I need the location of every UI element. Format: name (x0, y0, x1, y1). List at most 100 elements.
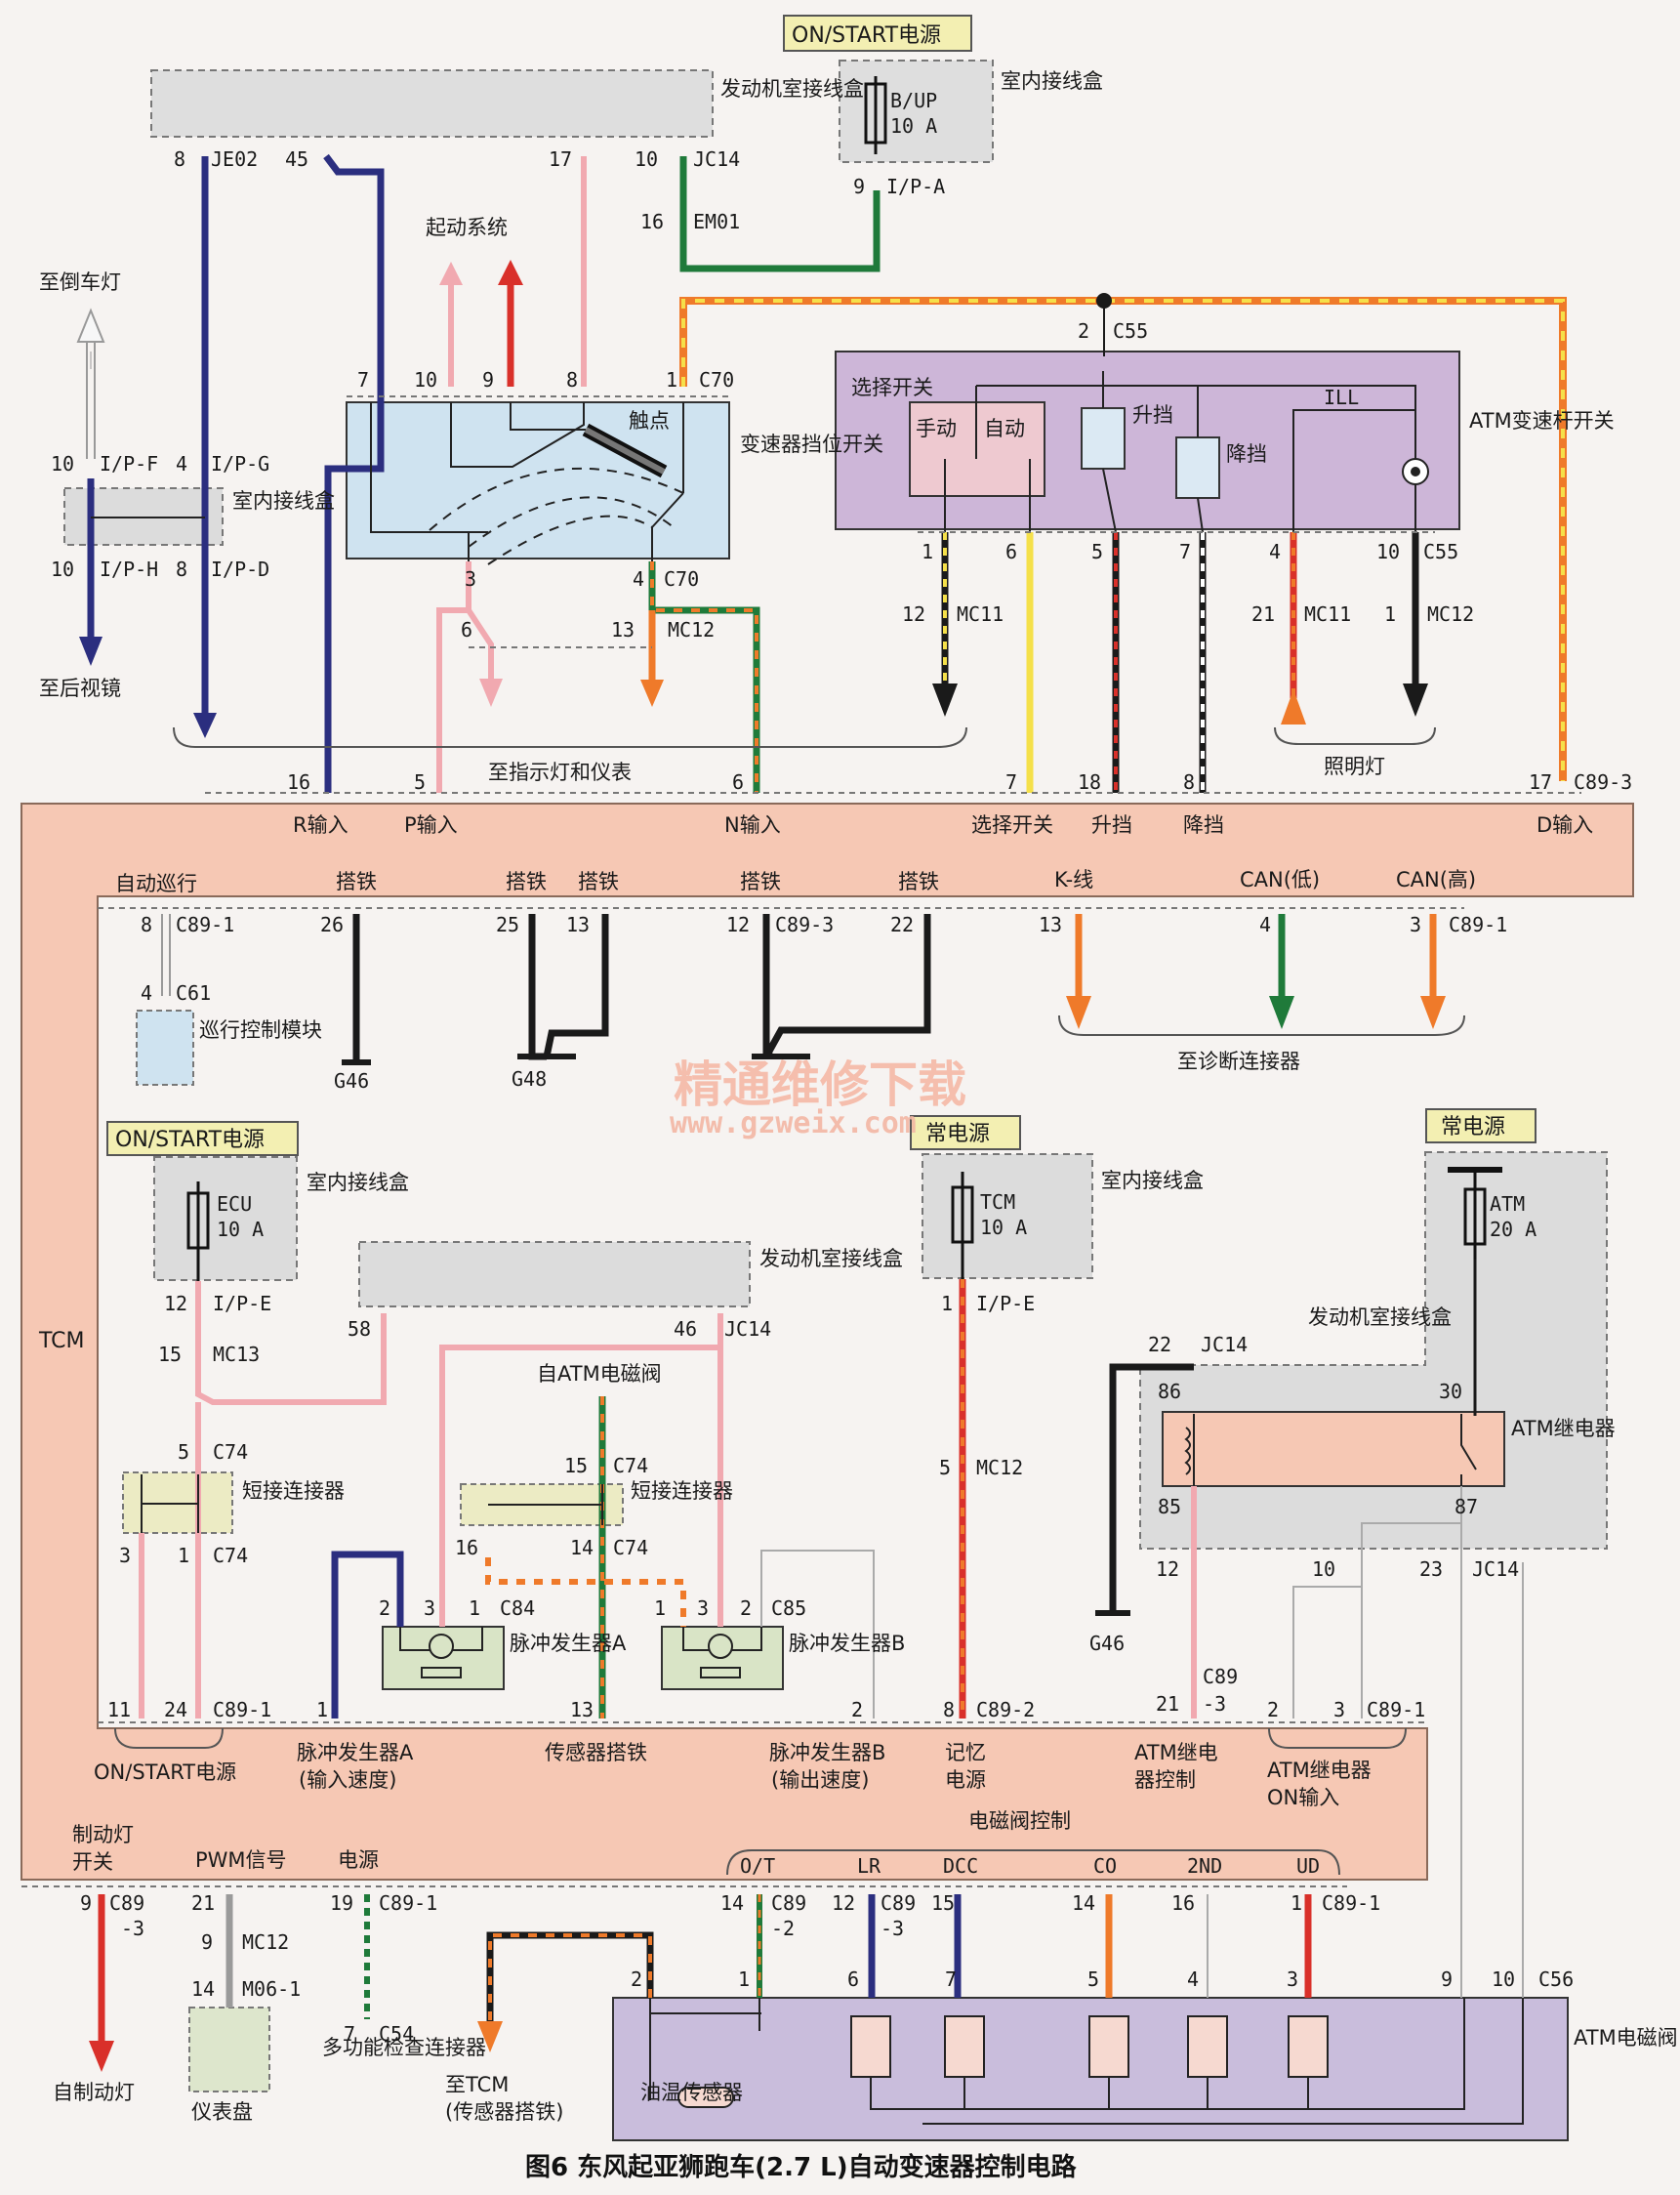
tcm-brake-switch-1: 制动灯 (72, 1823, 134, 1846)
pin-12-lr: 12 (832, 1891, 855, 1915)
pin-5-mc12: 5 (939, 1456, 951, 1479)
pin-10-iph: 10 (51, 558, 74, 581)
pin-5-p: 5 (414, 770, 426, 794)
conn-mc12-d: MC12 (242, 1930, 289, 1954)
label-atm-lever: ATM变速杆开关 (1469, 409, 1615, 433)
pin-9-gs: 9 (482, 368, 494, 392)
pulse-gen-b-symbol (682, 1627, 762, 1678)
conn-c61: C61 (176, 981, 211, 1005)
conn-jc14-right: JC14 (1201, 1333, 1248, 1356)
tcm-memory-2: 电源 (945, 1768, 986, 1792)
fuse-atm-rating: 20 A (1490, 1218, 1537, 1241)
pin-21-relay: 21 (1156, 1692, 1179, 1716)
engine-junction-top (150, 69, 714, 138)
tcm-solenoid-ctrl: 电磁阀控制 (968, 1809, 1071, 1833)
pin-1-ipe: 1 (941, 1292, 953, 1315)
label-interior-junction-left: 室内接线盒 (232, 489, 335, 513)
label-engine-junction-top: 发动机室接线盒 (720, 77, 864, 101)
solenoid-wiring (649, 1998, 1524, 2125)
label-short-connector-2: 短接连接器 (631, 1479, 733, 1503)
label-short-connector-1: 短接连接器 (242, 1479, 345, 1503)
pin-2-relayon: 2 (1267, 1698, 1279, 1721)
pulse-gen-a-symbol (399, 1627, 483, 1678)
label-upshift: 升挡 (1132, 403, 1173, 427)
pin-14-co: 14 (1072, 1891, 1095, 1915)
pin-45: 45 (285, 147, 308, 171)
pin-13-kline: 13 (1039, 913, 1062, 936)
pin-3-gs: 3 (465, 567, 476, 591)
power-label-constant-box (910, 1115, 1021, 1150)
wire-sensor-gnd-stripe (488, 1933, 652, 2029)
conn-mc12-c: MC12 (976, 1456, 1023, 1479)
wire-ecu-pink (195, 1281, 387, 1405)
fuse-atm-name: ATM (1490, 1192, 1525, 1216)
arrow-kline (1066, 996, 1091, 1029)
fuse-ecu-symbol (186, 1181, 210, 1281)
pin-6-p: 6 (461, 618, 472, 642)
conn-mc12-b: MC12 (1427, 602, 1474, 626)
pin-4-lever: 4 (1269, 540, 1281, 563)
conn-ip-e-a: I/P-E (213, 1292, 271, 1315)
label-atm-solenoid: ATM电磁阀 (1574, 2026, 1678, 2050)
pin-12-c89-3: 12 (726, 913, 750, 936)
pin-3-c84: 3 (424, 1596, 435, 1620)
wire-pulse-a-navy (331, 1551, 404, 1719)
dest-multi-check: 多功能检查连接器 (322, 2036, 486, 2059)
arrow-ill-up (1281, 689, 1306, 725)
dest-diag-connector: 至诊断连接器 (1177, 1050, 1300, 1073)
power-label-mid-box (106, 1121, 299, 1156)
conn-c54: C54 (379, 2022, 414, 2046)
pin-1-pulse: 1 (316, 1698, 328, 1721)
conn-c89-1-d: C89-1 (1367, 1698, 1425, 1721)
fuse-tcm-name: TCM (980, 1190, 1015, 1214)
arrow-ill-down (1403, 683, 1428, 717)
conn-ip-h: I/P-H (100, 558, 158, 581)
wire-relay-23 (1460, 1523, 1524, 1998)
dest-start-system: 起动系统 (426, 216, 508, 239)
conn-jc14-top: JC14 (693, 147, 740, 171)
label-engine-junction-right: 发动机室接线盒 (1308, 1305, 1452, 1329)
conn-mc12-top: MC12 (668, 618, 715, 642)
tcm-on-start: ON/START电源 (94, 1760, 236, 1784)
wire-d-input-stripe (681, 299, 1565, 781)
pin-23-jc14: 23 (1419, 1557, 1443, 1581)
conn-c84: C84 (500, 1596, 535, 1620)
power-on-start-top: ON/START电源 (792, 23, 941, 48)
pin-10-gs: 10 (414, 368, 437, 392)
conn-c85: C85 (771, 1596, 806, 1620)
conn-ip-a: I/P-A (886, 175, 945, 198)
ground-g46a: G46 (334, 1069, 369, 1093)
arrow-yb (932, 683, 958, 717)
pin-86: 86 (1158, 1380, 1181, 1403)
dest-from-atm-solenoid: 自ATM电磁阀 (537, 1362, 662, 1386)
pin-14-m06: 14 (191, 1977, 215, 2001)
conn-c89-1-b: C89-1 (1449, 913, 1507, 936)
tcm-pin-rows (21, 395, 1581, 1887)
engine-junction-mid (358, 1241, 751, 1307)
conn-ip-e-b: I/P-E (976, 1292, 1035, 1315)
label-pulse-gen-b: 脉冲发生器B (789, 1632, 905, 1655)
label-atm-relay: ATM继电器 (1511, 1417, 1616, 1440)
conn-ip-f: I/P-F (100, 452, 158, 476)
pin-25: 25 (496, 913, 519, 936)
tcm-ground-4: 搭铁 (740, 870, 781, 893)
wire-pulse-b-white (760, 1550, 875, 1719)
conn-mc11-b: MC11 (1304, 602, 1351, 626)
tcm-pulse-a-2: (输入速度) (299, 1768, 396, 1792)
wire-pink-p-branch (466, 608, 494, 683)
tcm-relay-ctrl-2: 器控制 (1134, 1768, 1196, 1792)
pin-5-lever: 5 (1091, 540, 1103, 563)
figure-caption: 图6 东风起亚狮跑车(2.7 L)自动变速器控制电路 (525, 2152, 1078, 2182)
pin-8-ipd: 8 (176, 558, 187, 581)
arrow-brake (89, 2041, 114, 2072)
conn-c89-1-a: C89-1 (176, 913, 234, 936)
pin-1-mc12: 1 (1384, 602, 1396, 626)
pin-7-c54: 7 (344, 2022, 355, 2046)
dest-reverse-lamp: 至倒车灯 (39, 270, 121, 294)
pin-46: 46 (674, 1317, 697, 1341)
pin-15-c74: 15 (564, 1454, 588, 1477)
upshift-box (1081, 407, 1126, 470)
tcm-sensor-ground: 传感器搭铁 (545, 1741, 647, 1764)
